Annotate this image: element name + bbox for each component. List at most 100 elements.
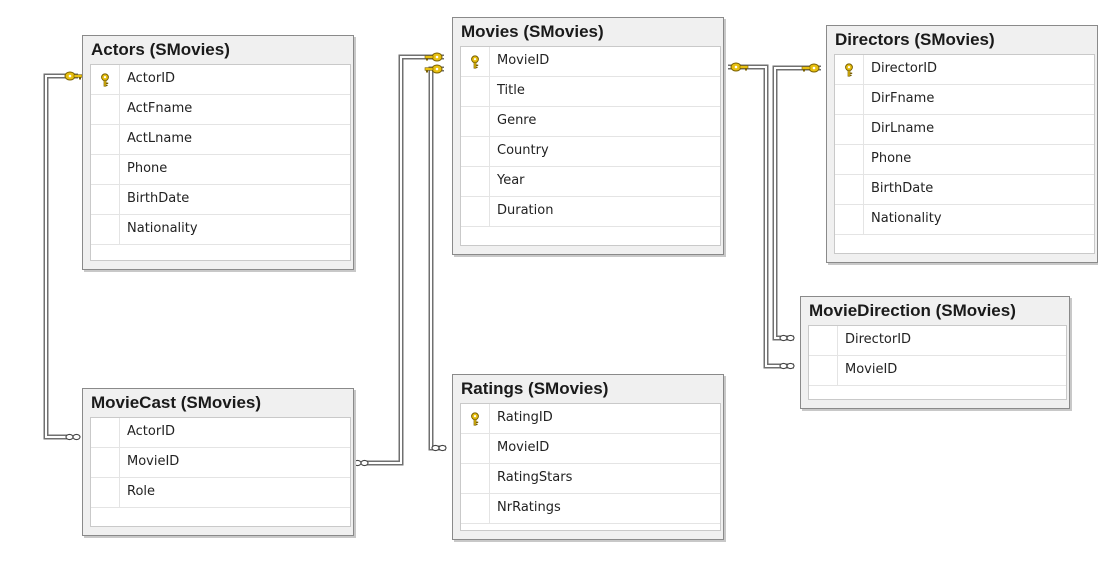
row-selector [91,155,120,184]
table-title: Directors (SMovies) [835,30,995,49]
column-row[interactable]: RatingStars [461,464,720,494]
row-selector [91,95,120,124]
column-row[interactable]: Country [461,137,720,167]
primary-key-icon [835,55,864,84]
primary-key-icon [461,404,490,433]
column-row[interactable]: ActorID [91,418,350,448]
column-row[interactable]: ActFname [91,95,350,125]
column-row[interactable]: DirFname [835,85,1094,115]
row-selector [461,494,490,523]
column-row[interactable]: MovieID [461,434,720,464]
column-row[interactable]: Phone [835,145,1094,175]
column-name: DirectorID [845,332,912,347]
row-selector [91,185,120,214]
table-columns: DirectorID MovieID [808,325,1067,400]
column-row[interactable]: Title [461,77,720,107]
many-end-infinity-icon [779,362,795,370]
column-row[interactable]: Nationality [91,215,350,245]
column-name: Title [497,83,525,98]
row-selector [835,85,864,114]
column-name: BirthDate [127,191,190,206]
row-selector [91,478,120,507]
row-selector [461,107,490,136]
column-row[interactable]: ActLname [91,125,350,155]
column-name: ActLname [127,131,193,146]
relationship-movies-moviedirection [728,64,794,369]
column-row[interactable]: ActorID [91,65,350,95]
column-name: Phone [871,151,912,166]
column-name: MovieID [845,362,898,377]
one-end-key-icon [801,63,820,73]
column-name: Phone [127,161,168,176]
column-name: Duration [497,203,554,218]
column-name: RatingStars [497,470,573,485]
relationship-movies-moviecast [366,54,444,466]
row-selector [835,145,864,174]
column-row[interactable]: Duration [461,197,720,227]
column-name: ActorID [127,424,176,439]
column-row[interactable]: Phone [91,155,350,185]
column-name: Nationality [871,211,942,226]
column-name: Role [127,484,156,499]
one-end-key-icon [424,64,443,74]
column-name: RatingID [497,410,553,425]
row-selector [461,197,490,226]
column-name: ActorID [127,71,176,86]
row-selector [91,125,120,154]
column-name: MovieID [497,440,550,455]
row-selector [835,205,864,234]
column-row[interactable]: Genre [461,107,720,137]
column-row[interactable]: Nationality [835,205,1094,235]
row-selector [809,326,838,355]
row-selector [91,418,120,447]
row-selector [461,77,490,106]
column-row[interactable]: BirthDate [835,175,1094,205]
table-title: Actors (SMovies) [91,40,230,59]
column-row[interactable]: RatingID [461,404,720,434]
primary-key-icon [91,65,120,94]
row-selector [461,434,490,463]
many-end-infinity-icon [779,334,795,342]
table-title: MovieCast (SMovies) [91,393,262,412]
column-name: ActFname [127,101,193,116]
primary-key-icon [461,47,490,76]
column-row[interactable]: MovieID [461,47,720,77]
column-row[interactable]: Year [461,167,720,197]
column-row[interactable]: MovieID [809,356,1066,386]
column-name: Year [497,173,525,188]
one-end-key-icon [64,71,83,81]
row-selector [91,215,120,244]
relationship-actors-moviecast [43,73,78,440]
row-selector [835,115,864,144]
column-row[interactable]: NrRatings [461,494,720,524]
row-selector [91,448,120,477]
row-selector [461,464,490,493]
table-title: MovieDirection (SMovies) [809,301,1016,320]
column-name: Country [497,143,549,158]
one-end-key-icon [730,62,749,72]
column-row[interactable]: DirLname [835,115,1094,145]
column-row[interactable]: Role [91,478,350,508]
column-row[interactable]: MovieID [91,448,350,478]
row-selector [809,356,838,385]
table-moviecast[interactable]: MovieCast (SMovies) ActorID MovieID Role [82,388,354,536]
column-name: MovieID [127,454,180,469]
many-end-infinity-icon [65,433,81,441]
one-end-key-icon [424,52,443,62]
table-title: Movies (SMovies) [461,22,604,41]
table-moviedirection[interactable]: MovieDirection (SMovies) DirectorID Movie… [800,296,1070,409]
column-name: DirLname [871,121,935,136]
column-row[interactable]: DirectorID [835,55,1094,85]
column-name: Genre [497,113,537,128]
column-row[interactable]: BirthDate [91,185,350,215]
column-name: NrRatings [497,500,561,515]
column-row[interactable]: DirectorID [809,326,1066,356]
